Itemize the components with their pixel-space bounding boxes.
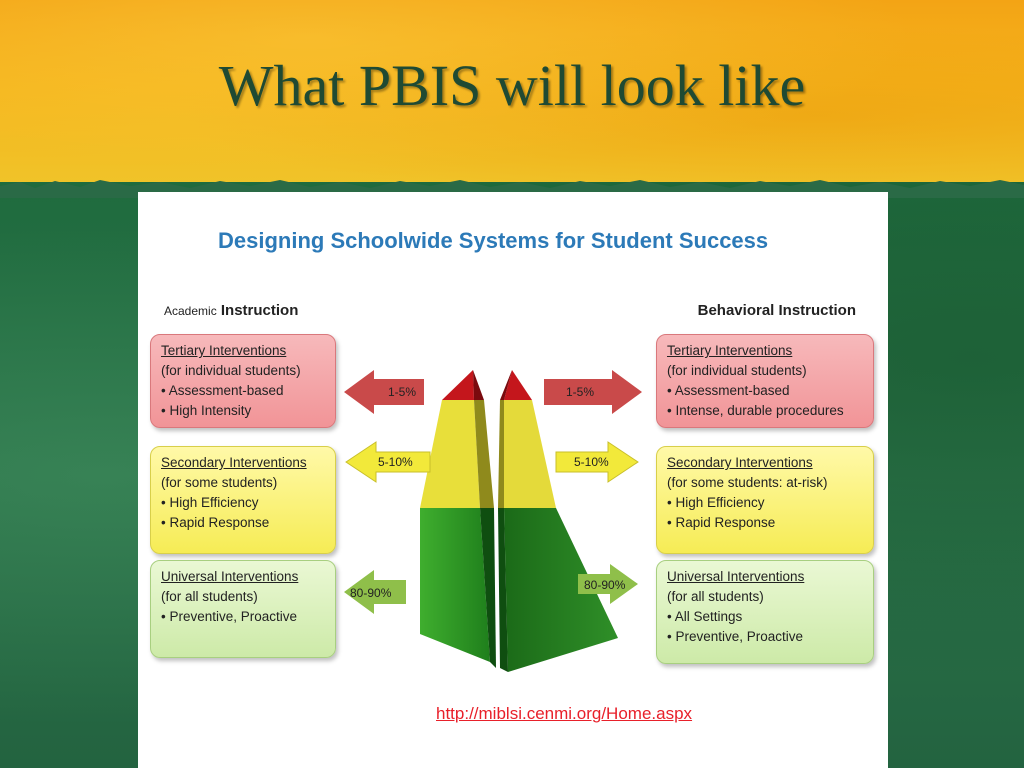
behavioral-secondary-head: Secondary Interventions bbox=[667, 455, 813, 470]
behavioral-tertiary-line: (for individual students) bbox=[667, 363, 807, 378]
pyramid-left-red-front bbox=[442, 370, 474, 400]
arrow-right-tertiary-label: 1-5% bbox=[566, 385, 594, 399]
academic-tertiary-line: (for individual students) bbox=[161, 363, 301, 378]
behavioral-secondary-line: (for some students: at-risk) bbox=[667, 475, 828, 490]
behavioral-tertiary-head: Tertiary Interventions bbox=[667, 343, 793, 358]
academic-tertiary-line: • Assessment-based bbox=[161, 383, 284, 398]
pyramid-left-green-side bbox=[480, 508, 496, 668]
behavioral-heading: Behavioral Instruction bbox=[697, 302, 856, 319]
behavioral-tertiary-line: • Intense, durable procedures bbox=[667, 403, 844, 418]
academic-heading-small: Academic bbox=[164, 304, 217, 318]
slide-title: What PBIS will look like bbox=[218, 53, 806, 118]
arrow-right-tertiary bbox=[544, 370, 642, 414]
academic-secondary-line: • Rapid Response bbox=[161, 515, 270, 530]
diagram-title: Designing Schoolwide Systems for Student… bbox=[218, 228, 769, 253]
academic-heading: Academic Instruction bbox=[164, 302, 298, 319]
arrow-right-universal bbox=[578, 564, 638, 604]
arrow-right-universal-label: 80-90% bbox=[584, 578, 626, 592]
behavioral-tertiary-line: • Assessment-based bbox=[667, 383, 790, 398]
source-link[interactable]: http://miblsi.cenmi.org/Home.aspx bbox=[436, 704, 693, 723]
arrow-left-universal-label: 80-90% bbox=[350, 586, 392, 600]
academic-secondary-line: (for some students) bbox=[161, 475, 278, 490]
pyramid-left-green-front bbox=[420, 508, 490, 662]
arrow-right-secondary-label: 5-10% bbox=[574, 455, 609, 469]
arrow-left-secondary-label: 5-10% bbox=[378, 455, 413, 469]
academic-universal-line: • Preventive, Proactive bbox=[161, 609, 298, 624]
pyramid-right-yellow-side bbox=[498, 400, 504, 508]
academic-tertiary-box: Tertiary Interventions (for individual s… bbox=[150, 334, 336, 428]
pyramid-right-red-front bbox=[504, 370, 532, 400]
behavioral-universal-line: • All Settings bbox=[667, 609, 743, 624]
behavioral-universal-line: (for all students) bbox=[667, 589, 764, 604]
behavioral-secondary-line: • Rapid Response bbox=[667, 515, 776, 530]
behavioral-universal-line: • Preventive, Proactive bbox=[667, 629, 804, 644]
behavioral-universal-box: Universal Interventions (for all student… bbox=[656, 560, 874, 664]
diagram-panel: Designing Schoolwide Systems for Student… bbox=[138, 192, 888, 768]
arrow-left-secondary bbox=[345, 441, 431, 483]
arrow-left-universal bbox=[344, 570, 406, 614]
pyramid-left-yellow-side bbox=[474, 400, 494, 508]
slide-header-background bbox=[0, 0, 1024, 192]
behavioral-tertiary-box: Tertiary Interventions (for individual s… bbox=[656, 334, 874, 428]
behavioral-secondary-box: Secondary Interventions (for some studen… bbox=[656, 446, 874, 554]
pyramid-right-green-front bbox=[504, 508, 618, 672]
pyramid-right-green-side bbox=[498, 508, 508, 672]
arrow-left-tertiary bbox=[344, 370, 424, 414]
behavioral-universal-head: Universal Interventions bbox=[667, 569, 805, 584]
pyramid-diagram: 1-5% 1-5% 5-10% 5-10% 80-90% 80-90% bbox=[344, 370, 642, 672]
arrow-right-secondary bbox=[555, 441, 639, 483]
academic-heading-main: Instruction bbox=[220, 302, 299, 319]
academic-universal-head: Universal Interventions bbox=[161, 569, 299, 584]
arrow-left-tertiary-label: 1-5% bbox=[388, 385, 416, 399]
pyramid-right-yellow-front bbox=[504, 400, 556, 508]
academic-secondary-line: • High Efficiency bbox=[161, 495, 259, 510]
academic-universal-line: (for all students) bbox=[161, 589, 258, 604]
academic-secondary-head: Secondary Interventions bbox=[161, 455, 307, 470]
pyramid-right-red-side bbox=[500, 370, 512, 400]
academic-tertiary-line: • High Intensity bbox=[161, 403, 252, 418]
academic-secondary-box: Secondary Interventions (for some studen… bbox=[150, 446, 336, 554]
pyramid-left-yellow-front bbox=[420, 400, 480, 508]
academic-tertiary-head: Tertiary Interventions bbox=[161, 343, 287, 358]
academic-universal-box: Universal Interventions (for all student… bbox=[150, 560, 336, 658]
behavioral-secondary-line: • High Efficiency bbox=[667, 495, 765, 510]
pyramid-left-red-side bbox=[473, 370, 484, 400]
